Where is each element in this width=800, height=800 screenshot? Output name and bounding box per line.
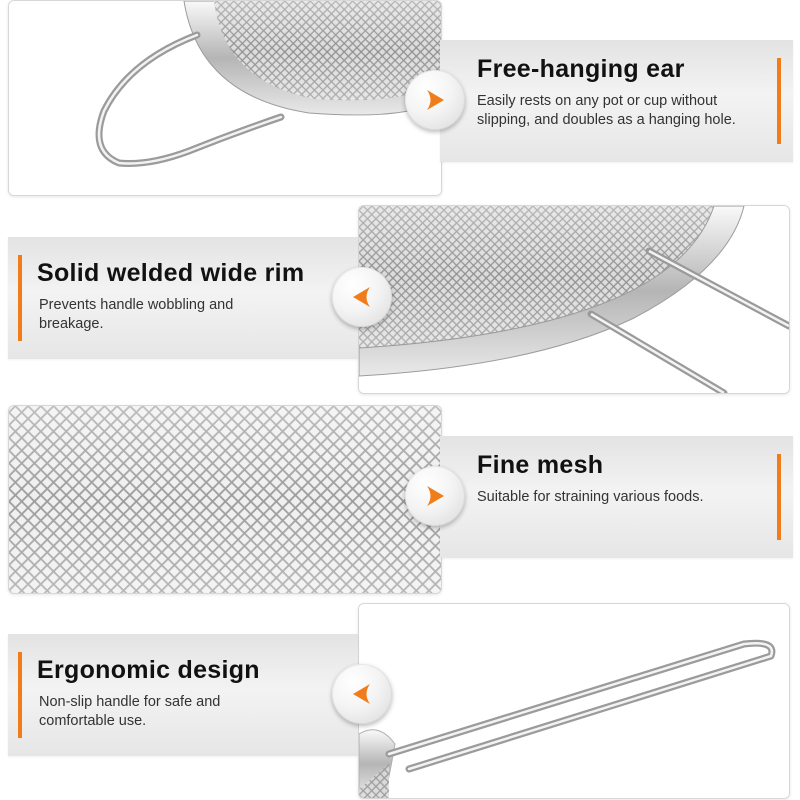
chevron-left-icon [353,684,370,704]
feature-description: Prevents handle wobbling and breakage. [39,297,234,332]
arrow-button-prev[interactable] [332,664,392,724]
arrow-button-next[interactable] [405,466,465,526]
feature-title: Solid welded wide rim [37,259,305,287]
feature-title: Fine mesh [477,451,604,479]
accent-bar [777,58,781,144]
feature-description: Suitable for straining various foods. [477,489,704,505]
strainer-handle-illustration [359,604,789,798]
feature-banner-welded-rim: Solid welded wide rim Prevents handle wo… [8,237,358,359]
feature-banner-fine-mesh: Fine mesh Suitable for straining various… [440,436,793,558]
accent-bar [18,652,22,738]
feature-title: Free-hanging ear [477,55,685,83]
product-photo-welded-rim [358,205,790,394]
chevron-left-icon [353,287,370,307]
feature-banner-ergonomic: Ergonomic design Non-slip handle for saf… [8,634,358,756]
product-photo-fine-mesh [8,405,442,594]
feature-description: Easily rests on any pot or cup without s… [477,93,736,128]
strainer-hanging-ear-illustration [9,1,441,195]
strainer-welded-rim-illustration [359,206,789,393]
accent-bar [18,255,22,341]
product-photo-handle [358,603,790,799]
product-photo-hanging-ear [8,0,442,196]
chevron-right-icon [427,486,444,506]
arrow-button-next[interactable] [405,70,465,130]
accent-bar [777,454,781,540]
chevron-right-icon [427,90,444,110]
feature-banner-hanging-ear: Free-hanging ear Easily rests on any pot… [440,40,793,162]
feature-description: Non-slip handle for safe and comfortable… [39,694,221,729]
strainer-fine-mesh-illustration [9,406,441,593]
arrow-button-prev[interactable] [332,267,392,327]
feature-title: Ergonomic design [37,656,260,684]
